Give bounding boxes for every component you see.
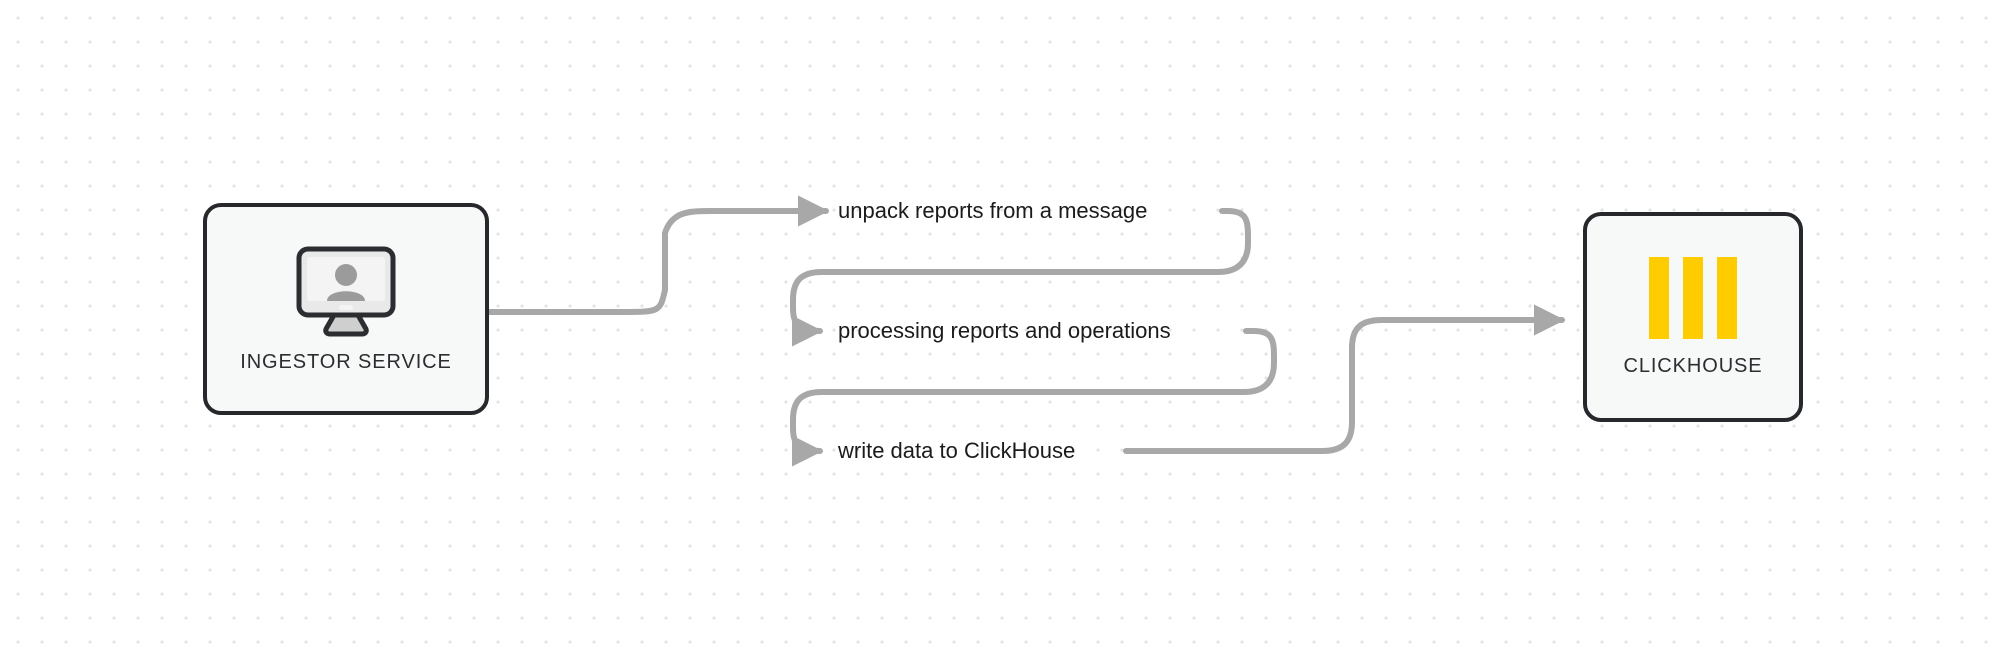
node-ingestor-service[interactable]: INGESTOR SERVICE (203, 203, 489, 415)
edge-step1-to-step2 (790, 208, 1251, 347)
node-ingestor-label: INGESTOR SERVICE (240, 350, 452, 373)
edge-step2-to-step3 (790, 328, 1277, 467)
clickhouse-bar-3 (1717, 256, 1737, 339)
edge-label-step-1: unpack reports from a message (838, 198, 1148, 223)
clickhouse-bar-1 (1649, 256, 1669, 339)
clickhouse-bar-2 (1683, 256, 1703, 339)
clickhouse-bars-icon (1649, 256, 1737, 339)
node-clickhouse[interactable]: CLICKHOUSE (1583, 212, 1803, 422)
node-clickhouse-label: CLICKHOUSE (1623, 354, 1763, 377)
edge-step3-to-clickhouse (1123, 304, 1566, 454)
edge-label-step-2: processing reports and operations (838, 318, 1171, 343)
edge-label-step-3: write data to ClickHouse (838, 438, 1076, 463)
monitor-user-icon (294, 245, 398, 337)
edge-ingestor-to-step1 (486, 195, 830, 315)
